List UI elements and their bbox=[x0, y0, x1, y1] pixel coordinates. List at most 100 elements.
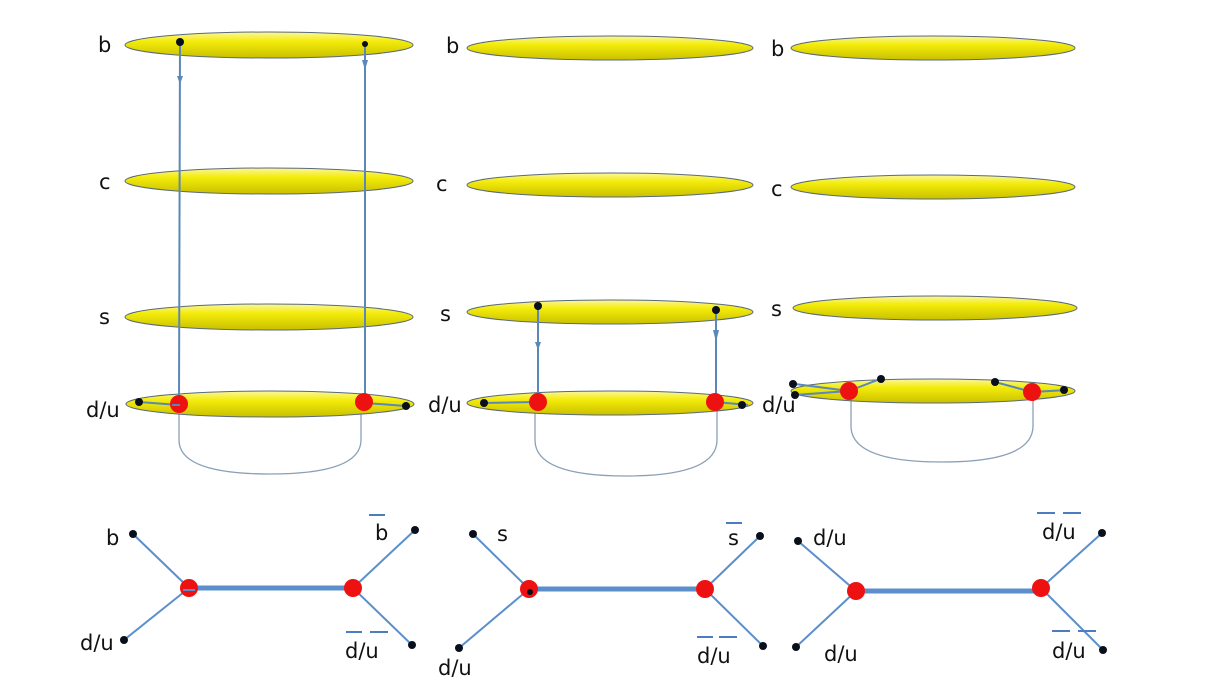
bottom-3-label-rb: d/u bbox=[1052, 639, 1086, 663]
bottom-1-quark-rb bbox=[408, 641, 416, 649]
panel-1-quark-b-left bbox=[176, 38, 184, 46]
panel-2: b c s d/u bbox=[428, 34, 754, 477]
panel-2-quark-du-left bbox=[480, 399, 488, 407]
bottom-2-label-lt: s bbox=[497, 522, 508, 546]
bottom-2-leg-rt bbox=[704, 535, 761, 590]
panel-2-label-c: c bbox=[436, 172, 448, 196]
panel-1-quark-du-left bbox=[135, 398, 143, 406]
bottom-1-leg-rb bbox=[352, 587, 413, 646]
bottom-diagram-3: d/u d/u d/u d/u bbox=[792, 512, 1107, 666]
bottom-1-label-rb: d/u bbox=[345, 639, 379, 663]
panel-3-disk-c bbox=[790, 174, 1076, 200]
panel-2-label-b: b bbox=[446, 34, 459, 58]
panel-1: b c s d/u bbox=[86, 31, 415, 475]
bottom-1-quark-lb bbox=[120, 636, 128, 644]
panel-1-arrow-right bbox=[362, 60, 368, 70]
bottom-3-leg-rb bbox=[1040, 587, 1104, 651]
bottom-2-node-left bbox=[520, 580, 538, 598]
bottom-1-label-rt: b bbox=[375, 521, 388, 545]
panel-1-label-c: c bbox=[99, 170, 111, 194]
panel-2-disk-s bbox=[466, 299, 754, 325]
bottom-2-label-rt: s bbox=[728, 526, 739, 550]
panel-3-quark-r2 bbox=[1060, 386, 1068, 394]
panel-2-loop bbox=[534, 404, 718, 477]
panel-3-quark-r1 bbox=[991, 378, 999, 386]
panel-1-disk-du bbox=[125, 390, 415, 418]
bottom-3-label-rt: d/u bbox=[1042, 520, 1076, 544]
panel-1-disk-b bbox=[124, 31, 414, 59]
panel-3-quark-l2 bbox=[791, 391, 799, 399]
bottom-1-leg-lb bbox=[123, 587, 190, 641]
bottom-1-node-left bbox=[180, 579, 198, 597]
panel-1-disk-s bbox=[124, 303, 414, 331]
panel-2-node-right bbox=[706, 393, 724, 411]
bottom-1-label-lt: b bbox=[106, 526, 119, 550]
bottom-2-leg-rb bbox=[704, 588, 764, 647]
panel-3-loop bbox=[850, 392, 1034, 463]
bottom-diagram-2: s d/u s d/u bbox=[438, 522, 767, 680]
panel-2-bond-left bbox=[483, 401, 539, 404]
panel-3-label-du: d/u bbox=[762, 393, 796, 417]
bottom-3-leg-rt bbox=[1040, 532, 1103, 589]
bottom-2-label-rb: d/u bbox=[697, 644, 731, 668]
bottom-3-node-left bbox=[847, 582, 865, 600]
bottom-diagram-1: b d/u b d/u bbox=[80, 514, 419, 663]
bottom-1-label-lb: d/u bbox=[80, 631, 114, 655]
bottom-3-leg-lb bbox=[795, 590, 857, 648]
panel-3-label-s: s bbox=[771, 297, 782, 321]
panel-3-label-c: c bbox=[771, 177, 783, 201]
bottom-2-leg-lt bbox=[472, 533, 530, 590]
panel-2-quark-s-right bbox=[712, 306, 720, 314]
bottom-3-quark-lt bbox=[794, 537, 802, 545]
panel-3-disk-s bbox=[792, 295, 1078, 321]
panel-1-label-s: s bbox=[99, 305, 110, 329]
panel-2-label-du: d/u bbox=[428, 393, 462, 417]
bottom-3-label-lb: d/u bbox=[824, 642, 858, 666]
panel-1-disk-c bbox=[124, 167, 414, 195]
panel-1-string-left bbox=[178, 41, 181, 405]
panel-3-quark-l3 bbox=[877, 375, 885, 383]
panel-3-disk-b bbox=[790, 35, 1076, 61]
panel-3: b c s d/u bbox=[762, 35, 1078, 463]
bottom-1-leg-lt bbox=[132, 533, 190, 589]
bottom-3-quark-rb bbox=[1099, 646, 1107, 654]
bottom-2-node-left-dot bbox=[527, 589, 533, 595]
bottom-1-quark-rt bbox=[411, 526, 419, 534]
panel-2-node-left bbox=[529, 393, 547, 411]
panel-1-label-b: b bbox=[98, 33, 111, 57]
panel-2-quark-du-right bbox=[738, 401, 746, 409]
bottom-3-quark-rt bbox=[1098, 529, 1106, 537]
panel-3-node-right bbox=[1023, 383, 1041, 401]
bottom-2-quark-lt bbox=[469, 530, 477, 538]
bottom-2-quark-lb bbox=[455, 644, 463, 652]
bottom-2-quark-rt bbox=[756, 532, 764, 540]
panel-2-quark-s-left bbox=[534, 302, 542, 310]
bottom-1-leg-rt bbox=[352, 529, 416, 589]
panel-1-loop bbox=[178, 404, 362, 475]
bottom-3-quark-lb bbox=[792, 643, 800, 651]
bottom-2-quark-rb bbox=[759, 642, 767, 650]
bottom-1-node-right bbox=[344, 579, 362, 597]
panel-1-quark-du-right bbox=[402, 402, 410, 410]
bottom-1-quark-lt bbox=[129, 530, 137, 538]
bottom-2-node-right bbox=[696, 580, 714, 598]
bottom-3-leg-lt bbox=[797, 540, 857, 592]
panel-3-bond-l2 bbox=[794, 390, 850, 396]
panel-1-node-right bbox=[355, 393, 373, 411]
panel-2-disk-b bbox=[466, 35, 754, 61]
bottom-2-leg-lb bbox=[458, 588, 530, 649]
panel-2-arrow-right bbox=[713, 330, 719, 342]
panel-2-arrow-left bbox=[535, 342, 541, 350]
bottom-2-label-lb: d/u bbox=[438, 656, 472, 680]
panel-1-arrow-left bbox=[177, 76, 183, 84]
bottom-3-node-right bbox=[1032, 579, 1050, 597]
panel-1-label-du: d/u bbox=[86, 398, 120, 422]
panel-3-node-left bbox=[840, 382, 858, 400]
panel-3-label-b: b bbox=[771, 37, 784, 61]
bottom-3-label-lt: d/u bbox=[813, 526, 847, 550]
panel-1-quark-b-right bbox=[362, 41, 368, 47]
panel-3-bond-l1 bbox=[794, 383, 850, 392]
panel-3-quark-l1 bbox=[789, 380, 797, 388]
panel-2-disk-c bbox=[466, 172, 754, 198]
